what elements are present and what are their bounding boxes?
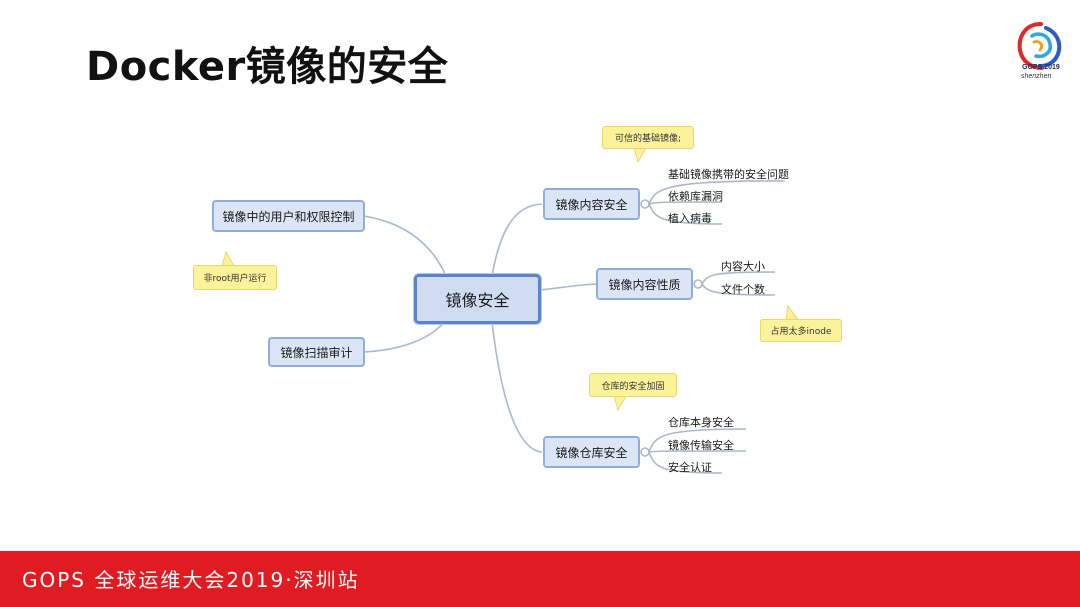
branch-user-permission[interactable]: 镜像中的用户和权限控制 — [212, 200, 365, 232]
connector-content-nature — [693, 279, 703, 289]
footer-text: GOPS 全球运维大会2019·深圳站 — [22, 568, 360, 592]
leaf-implant-virus[interactable]: 植入病毒 — [668, 212, 712, 225]
leaf-base-image-issues[interactable]: 基础镜像携带的安全问题 — [668, 168, 789, 181]
note-non-root-user: 非root用户运行 — [193, 265, 277, 290]
link-leaf-repo-self — [648, 428, 747, 453]
note-tail-repo — [613, 395, 627, 412]
note-tail-trusted — [633, 147, 647, 164]
link-scan-audit — [363, 319, 447, 353]
link-content-nature — [539, 283, 597, 291]
leaf-dependency-vuln[interactable]: 依赖库漏洞 — [668, 190, 723, 203]
note-trusted-base-image: 可信的基础镜像; — [602, 126, 694, 149]
branch-repo-security[interactable]: 镜像仓库安全 — [543, 436, 640, 468]
branch-scan-audit[interactable]: 镜像扫描审计 — [268, 337, 365, 367]
note-inode: 占用太多inode — [760, 319, 842, 342]
page-title: Docker镜像的安全 — [86, 44, 449, 90]
branch-content-nature[interactable]: 镜像内容性质 — [596, 268, 693, 300]
link-repo-security — [491, 321, 543, 453]
footer-bar: GOPS 全球运维大会2019·深圳站 — [0, 551, 1080, 607]
connector-repo-security — [640, 447, 650, 457]
gops-logo-icon — [1017, 22, 1062, 70]
leaf-content-size[interactable]: 内容大小 — [721, 260, 765, 273]
logo-city-text: shenzhen — [1021, 73, 1052, 80]
leaf-image-transfer[interactable]: 镜像传输安全 — [668, 439, 734, 452]
note-tail-nonroot — [221, 250, 235, 267]
link-content-security — [491, 203, 543, 277]
leaf-file-count[interactable]: 文件个数 — [721, 283, 765, 296]
mindmap-links — [221, 147, 799, 474]
leaf-auth[interactable]: 安全认证 — [668, 461, 712, 474]
link-leaf-dependency — [648, 201, 723, 205]
note-tail-inode — [785, 304, 799, 321]
link-leaf-size — [701, 271, 776, 285]
branch-content-security[interactable]: 镜像内容安全 — [543, 188, 640, 220]
link-user-perm — [363, 215, 447, 277]
connector-content-security — [640, 199, 650, 209]
note-repo-hardening: 仓库的安全加固 — [589, 373, 677, 397]
link-leaf-files — [701, 283, 776, 296]
logo-brand-text: GOPS 2019 — [1022, 64, 1060, 71]
leaf-repo-self[interactable]: 仓库本身安全 — [668, 416, 734, 429]
mindmap-root-node[interactable]: 镜像安全 — [414, 274, 541, 324]
link-leaf-transfer — [648, 450, 747, 453]
link-leaf-auth — [648, 451, 723, 474]
link-leaf-base-image — [648, 180, 786, 205]
link-leaf-virus — [648, 203, 723, 225]
